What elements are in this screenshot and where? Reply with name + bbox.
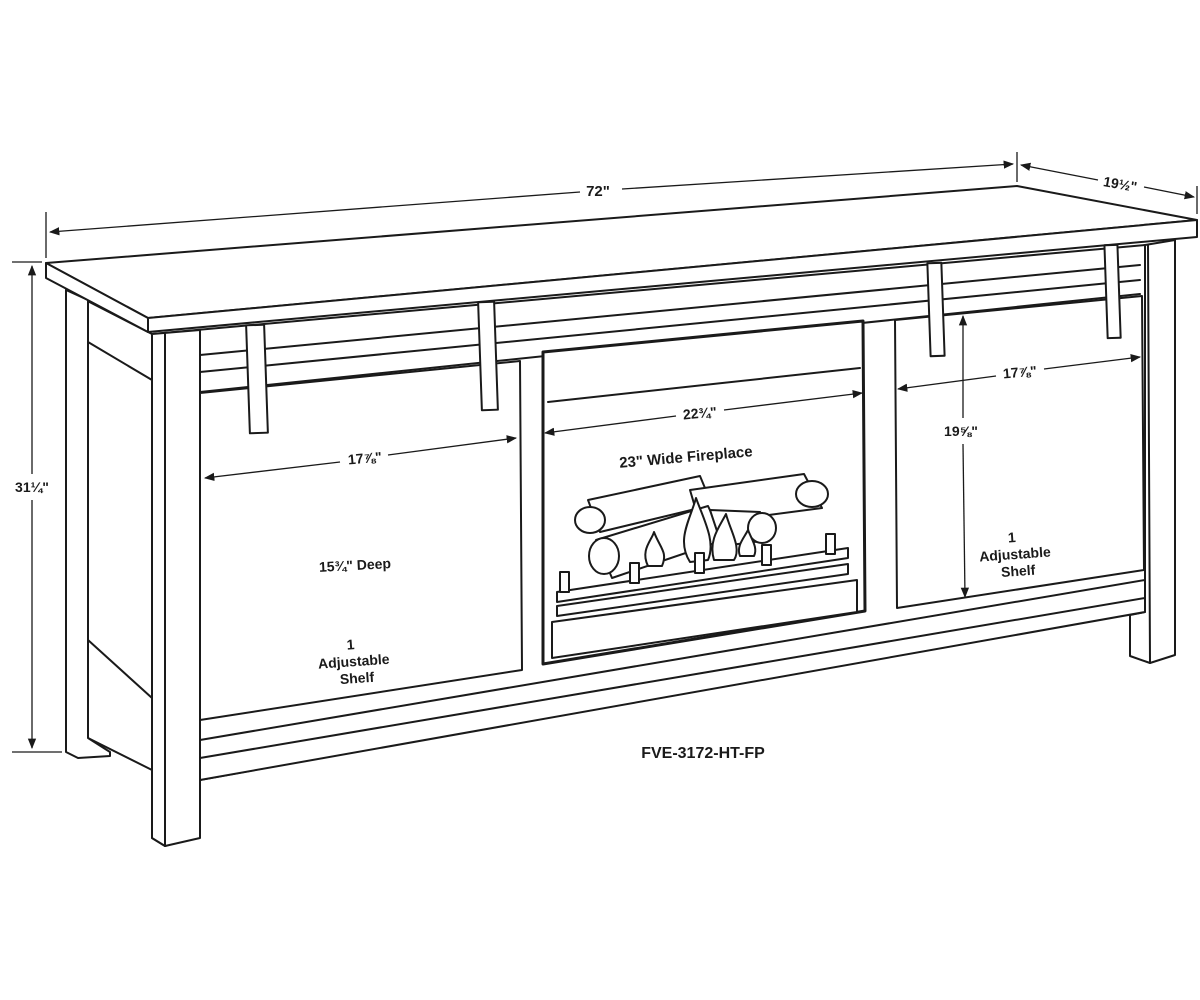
right-shelf-line-2: Adjustable: [979, 544, 1052, 565]
center-opening-arrow-right: [723, 390, 864, 411]
left-opening-arrow-left: [203, 461, 341, 482]
left-shelf-label: 1 Adjustable Shelf: [318, 636, 391, 687]
center-opening-arrow-left: [543, 415, 677, 436]
grate-post-4: [761, 544, 772, 566]
right-opening-arrow-left: [896, 375, 997, 392]
log-end-1: [574, 506, 606, 534]
left-opening-arrow-right: [387, 435, 518, 456]
flame-2: [683, 497, 712, 563]
upper-rail-line-1: [199, 264, 1141, 356]
right-opening-arrow-right: [1043, 354, 1142, 370]
bottom-rail: [199, 597, 1146, 781]
left-side-inner-edge: [87, 341, 153, 381]
left-door-panel: [199, 360, 523, 721]
left-side-lower-edge: [87, 639, 153, 699]
fireplace-opening: [541, 319, 867, 666]
width-arrow-right: [621, 160, 1015, 190]
width-label: 72": [586, 183, 610, 200]
fireplace-grate-bar-2: [556, 563, 849, 617]
left-shelf-line-2: Adjustable: [318, 651, 391, 672]
model-number: FVE-3172-HT-FP: [641, 745, 765, 762]
top-right-edge: [147, 219, 1198, 333]
right-door-hanger-2: [1103, 243, 1122, 340]
depth-label: 19½": [1102, 173, 1138, 195]
depth-arrow-right: [1143, 186, 1196, 200]
right-shelf-label: 1 Adjustable Shelf: [979, 529, 1052, 580]
left-opening-width-label: 17⅞": [347, 449, 382, 468]
grate-post-2: [629, 562, 640, 584]
left-shelf-line-3: Shelf: [339, 669, 375, 687]
height-label: 31¼": [15, 479, 49, 495]
left-shelf-line-1: 1: [346, 636, 355, 653]
fireplace-grate-bar-1: [556, 547, 849, 603]
fireplace-inner-line: [547, 367, 861, 403]
fireplace-grate-posts: [559, 533, 836, 593]
left-front-leg: [151, 329, 201, 847]
grate-post-3: [694, 552, 705, 574]
upper-rail-line-2: [199, 279, 1141, 373]
grate-post-1: [559, 571, 570, 593]
left-door-hanger-2: [477, 300, 499, 412]
left-door-hanger-1: [245, 323, 269, 435]
log-end-3: [588, 537, 620, 575]
right-front-leg-edge: [1147, 244, 1151, 664]
right-height-arrow-bottom: [960, 443, 970, 599]
depth-arrow-left: [1019, 162, 1099, 181]
width-arrow-left: [48, 191, 581, 236]
right-shelf-line-1: 1: [1007, 529, 1016, 546]
bottom-rail-top-line: [199, 579, 1146, 741]
right-door: [894, 243, 1145, 609]
left-rear-leg: [65, 289, 111, 759]
right-door-hanger-1: [926, 261, 946, 358]
flame-3: [711, 513, 738, 561]
labels: 72" 19½" 31¼" 17⅞" 22¾" 17⅞" 19⅝" 15¾" D…: [15, 173, 1138, 762]
center-opening-width-label: 22¾": [682, 404, 717, 423]
right-door-panel: [894, 295, 1145, 609]
right-opening-width-label: 17⅞": [1002, 363, 1037, 382]
fireplace-flames: [644, 497, 757, 567]
fireplace-trim-bottom: [551, 579, 858, 659]
right-shelf-line-3: Shelf: [1000, 562, 1036, 580]
flame-4: [738, 529, 757, 557]
dimension-lines: [12, 152, 1198, 753]
log-end-2: [795, 480, 829, 508]
grate-post-5: [825, 533, 836, 555]
left-depth-label: 15¾" Deep: [319, 555, 392, 575]
left-door: [199, 300, 523, 721]
flame-1: [644, 531, 666, 567]
right-opening-height-label: 19⅝": [944, 423, 978, 439]
log-end-4: [747, 512, 777, 544]
